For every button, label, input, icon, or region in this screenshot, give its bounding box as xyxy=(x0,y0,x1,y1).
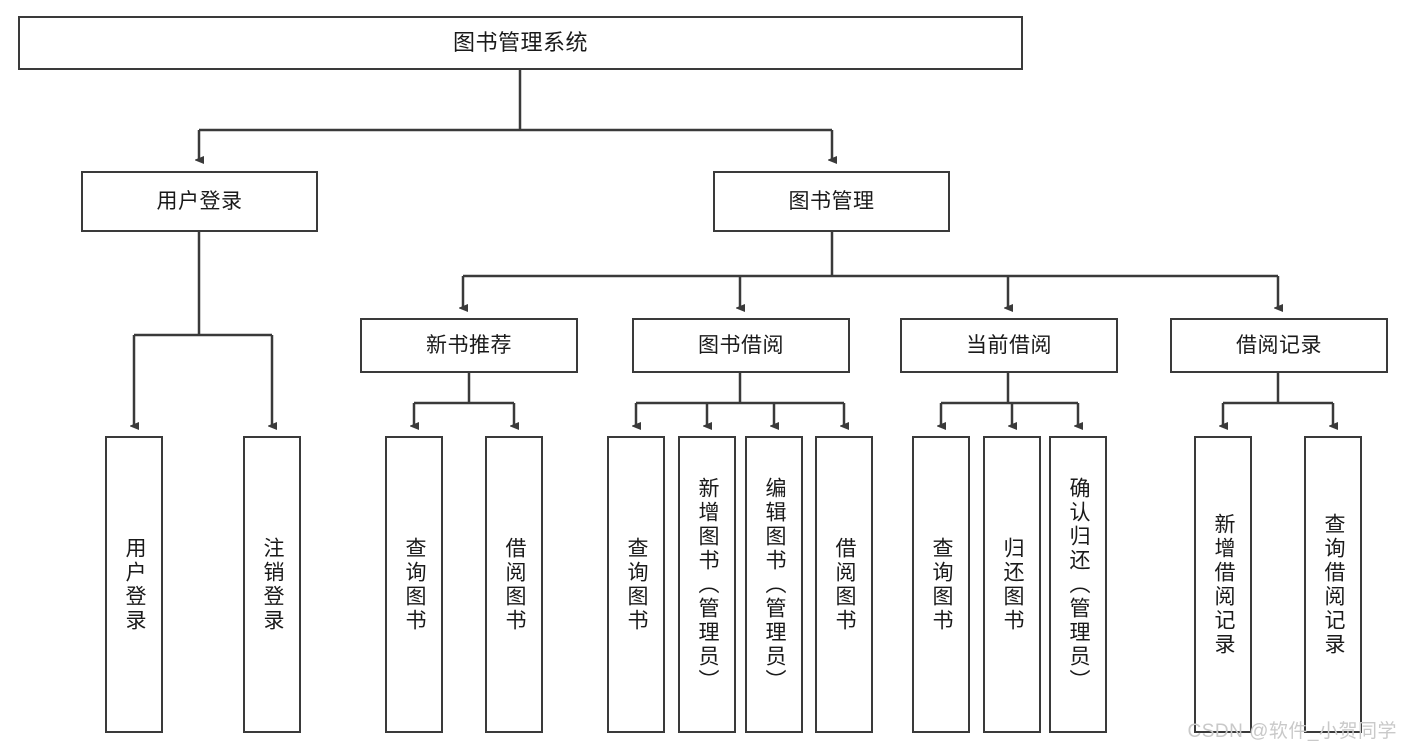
node-label: 查询借阅记录 xyxy=(1322,512,1346,657)
leaf-recommend-query-book[interactable]: 查询图书 xyxy=(385,436,443,733)
node-label: 借阅记录 xyxy=(1236,333,1322,357)
node-label: 查询图书 xyxy=(930,536,954,633)
node-book-management[interactable]: 图书管理 xyxy=(713,171,950,232)
leaf-user-login[interactable]: 用户登录 xyxy=(105,436,163,733)
leaf-current-confirm-return-admin[interactable]: 确认归还（管理员） xyxy=(1049,436,1107,733)
node-label: 编辑图书（管理员） xyxy=(763,476,787,693)
node-label: 借阅图书 xyxy=(833,536,857,633)
leaf-record-add-borrow-record[interactable]: 新增借阅记录 xyxy=(1194,436,1252,733)
node-label: 归还图书 xyxy=(1001,536,1025,633)
node-label: 图书管理 xyxy=(788,189,875,213)
leaf-recommend-borrow-book[interactable]: 借阅图书 xyxy=(485,436,543,733)
node-root-book-management-system[interactable]: 图书管理系统 xyxy=(18,16,1023,70)
node-user-login[interactable]: 用户登录 xyxy=(81,171,318,232)
node-label: 新书推荐 xyxy=(426,333,512,357)
node-label: 确认归还（管理员） xyxy=(1067,476,1091,693)
leaf-borrow-add-book-admin[interactable]: 新增图书（管理员） xyxy=(678,436,736,733)
node-borrow-record[interactable]: 借阅记录 xyxy=(1170,318,1388,373)
leaf-user-logout[interactable]: 注销登录 xyxy=(243,436,301,733)
node-label: 图书管理系统 xyxy=(452,29,588,55)
node-label: 用户登录 xyxy=(156,189,243,213)
node-book-borrow[interactable]: 图书借阅 xyxy=(632,318,850,373)
node-label: 注销登录 xyxy=(261,536,285,633)
leaf-borrow-edit-book-admin[interactable]: 编辑图书（管理员） xyxy=(745,436,803,733)
csdn-watermark: CSDN @软件_小贺同学 xyxy=(1187,721,1397,742)
leaf-current-return-book[interactable]: 归还图书 xyxy=(983,436,1041,733)
leaf-current-query-book[interactable]: 查询图书 xyxy=(912,436,970,733)
node-current-borrow[interactable]: 当前借阅 xyxy=(900,318,1118,373)
node-label: 查询图书 xyxy=(625,536,649,633)
node-label: 当前借阅 xyxy=(966,333,1052,357)
node-new-book-recommend[interactable]: 新书推荐 xyxy=(360,318,578,373)
leaf-borrow-query-book[interactable]: 查询图书 xyxy=(607,436,665,733)
node-label: 新增借阅记录 xyxy=(1212,512,1236,657)
node-label: 新增图书（管理员） xyxy=(696,476,720,693)
node-label: 借阅图书 xyxy=(503,536,527,633)
node-label: 用户登录 xyxy=(123,536,147,633)
leaf-borrow-borrow-book[interactable]: 借阅图书 xyxy=(815,436,873,733)
node-label: 图书借阅 xyxy=(698,333,784,357)
leaf-record-query-borrow-record[interactable]: 查询借阅记录 xyxy=(1304,436,1362,733)
node-label: 查询图书 xyxy=(403,536,427,633)
